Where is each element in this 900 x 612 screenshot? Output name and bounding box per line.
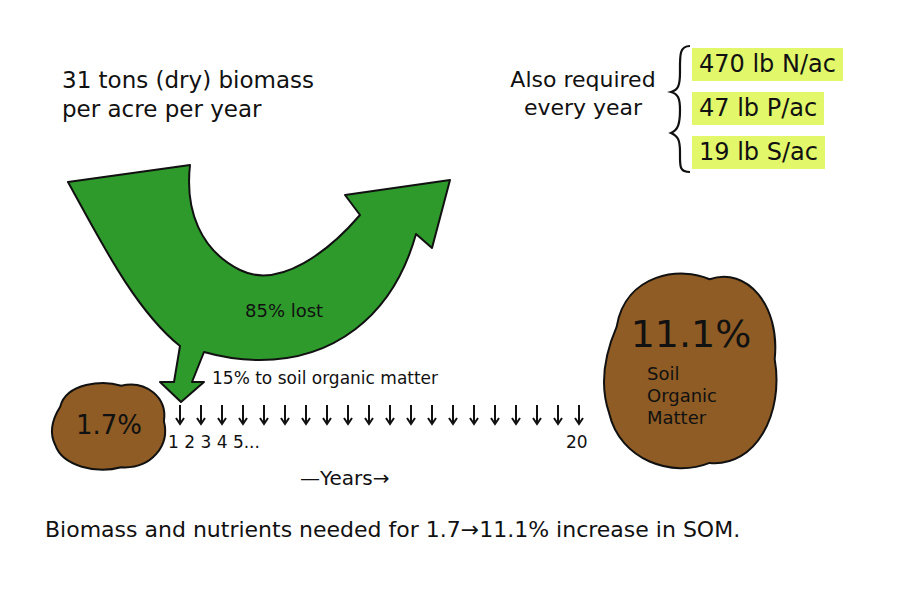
nutrient-amount: 47 lb P/ac (699, 94, 817, 123)
bracket (671, 46, 690, 172)
soil-share-note: 15% to soil organic matter (212, 368, 438, 389)
percent-value: 1.7% (76, 410, 142, 441)
year-arrows (176, 405, 583, 424)
nutrient-highlight: 19 lb S/ac (692, 136, 825, 169)
blob-caption: Soil Organic Matter (647, 363, 735, 428)
brown-blob-outline (52, 383, 165, 469)
year-number: 20 (566, 432, 588, 453)
biomass-note: 31 tons (dry) biomass per acre per year (62, 66, 352, 124)
axis-label: —Years→ (300, 466, 390, 491)
blob-content: 11.1% Soil Organic Matter (631, 312, 752, 428)
year-numbers: 1 2 3 4 5... (168, 432, 260, 453)
percent-value: 11.1% (631, 312, 752, 358)
nutrient-amount: 19 lb S/ac (699, 138, 818, 167)
soil-organic-matter-blob: 11.1% Soil Organic Matter (598, 262, 784, 478)
soil-organic-matter-blob: 1.7% (48, 378, 170, 474)
nutrient-highlight: 470 lb N/ac (692, 48, 843, 81)
blob-content: 1.7% (76, 410, 142, 441)
requirement-note: Also required every year (498, 66, 668, 121)
nutrient-amount: 470 lb N/ac (699, 50, 836, 79)
brown-blob (598, 262, 784, 478)
green-arrow-outline (68, 165, 450, 402)
brown-blob-outline (604, 274, 776, 469)
nutrient-highlight: 47 lb P/ac (692, 92, 824, 125)
caption: Biomass and nutrients needed for 1.7→11.… (45, 516, 865, 544)
loss-percent: 85% lost (245, 300, 323, 322)
